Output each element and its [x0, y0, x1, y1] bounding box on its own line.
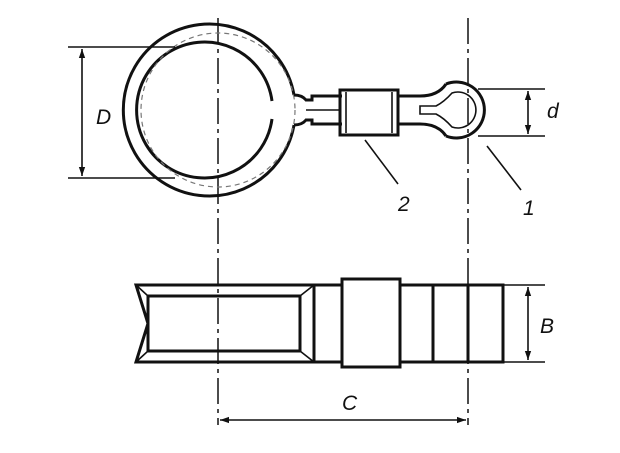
part-2-label: 2: [397, 193, 410, 216]
leader-1-line: [486, 145, 522, 191]
eye-stem-upper: [398, 83, 448, 98]
ring-chamfer-tr: [299, 284, 315, 297]
stem-profile: [312, 283, 344, 364]
part-1-label: 1: [523, 197, 535, 220]
leader-part-1: 1: [486, 145, 535, 220]
dimension-C: C: [220, 392, 466, 424]
leader-2-line: [364, 139, 399, 185]
dimension-B: B: [503, 284, 554, 363]
ring-stem-upper: [293, 93, 342, 102]
large-ring-inner: [135, 40, 274, 180]
top-view: [121, 22, 486, 198]
small-eye-inner: [419, 91, 477, 129]
dim-B-label: B: [540, 315, 554, 338]
ring-chamfer-br: [299, 350, 315, 363]
ring-profile-outer: [133, 283, 316, 364]
dim-d-label: d: [547, 100, 560, 123]
sleeve-profile: [340, 277, 402, 369]
dim-D-label: D: [96, 106, 111, 129]
eye-stem-lower: [398, 122, 448, 137]
eye-profile: [398, 283, 505, 364]
ring-chamfer-tl: [135, 284, 149, 297]
side-view: [133, 277, 505, 369]
ring-stem-lower: [293, 118, 342, 127]
dim-C-label: C: [342, 392, 358, 415]
ring-chamfer-bl: [135, 350, 149, 363]
sleeve-top: [338, 88, 400, 137]
small-eye-outer: [445, 80, 486, 140]
large-ring-outer: [121, 22, 296, 198]
dimension-d: d: [478, 88, 560, 137]
dimension-D: D: [68, 46, 175, 179]
ring-profile-inner: [146, 294, 302, 353]
leader-part-2: 2: [364, 139, 410, 216]
large-ring-hidden-bore: [140, 32, 296, 188]
